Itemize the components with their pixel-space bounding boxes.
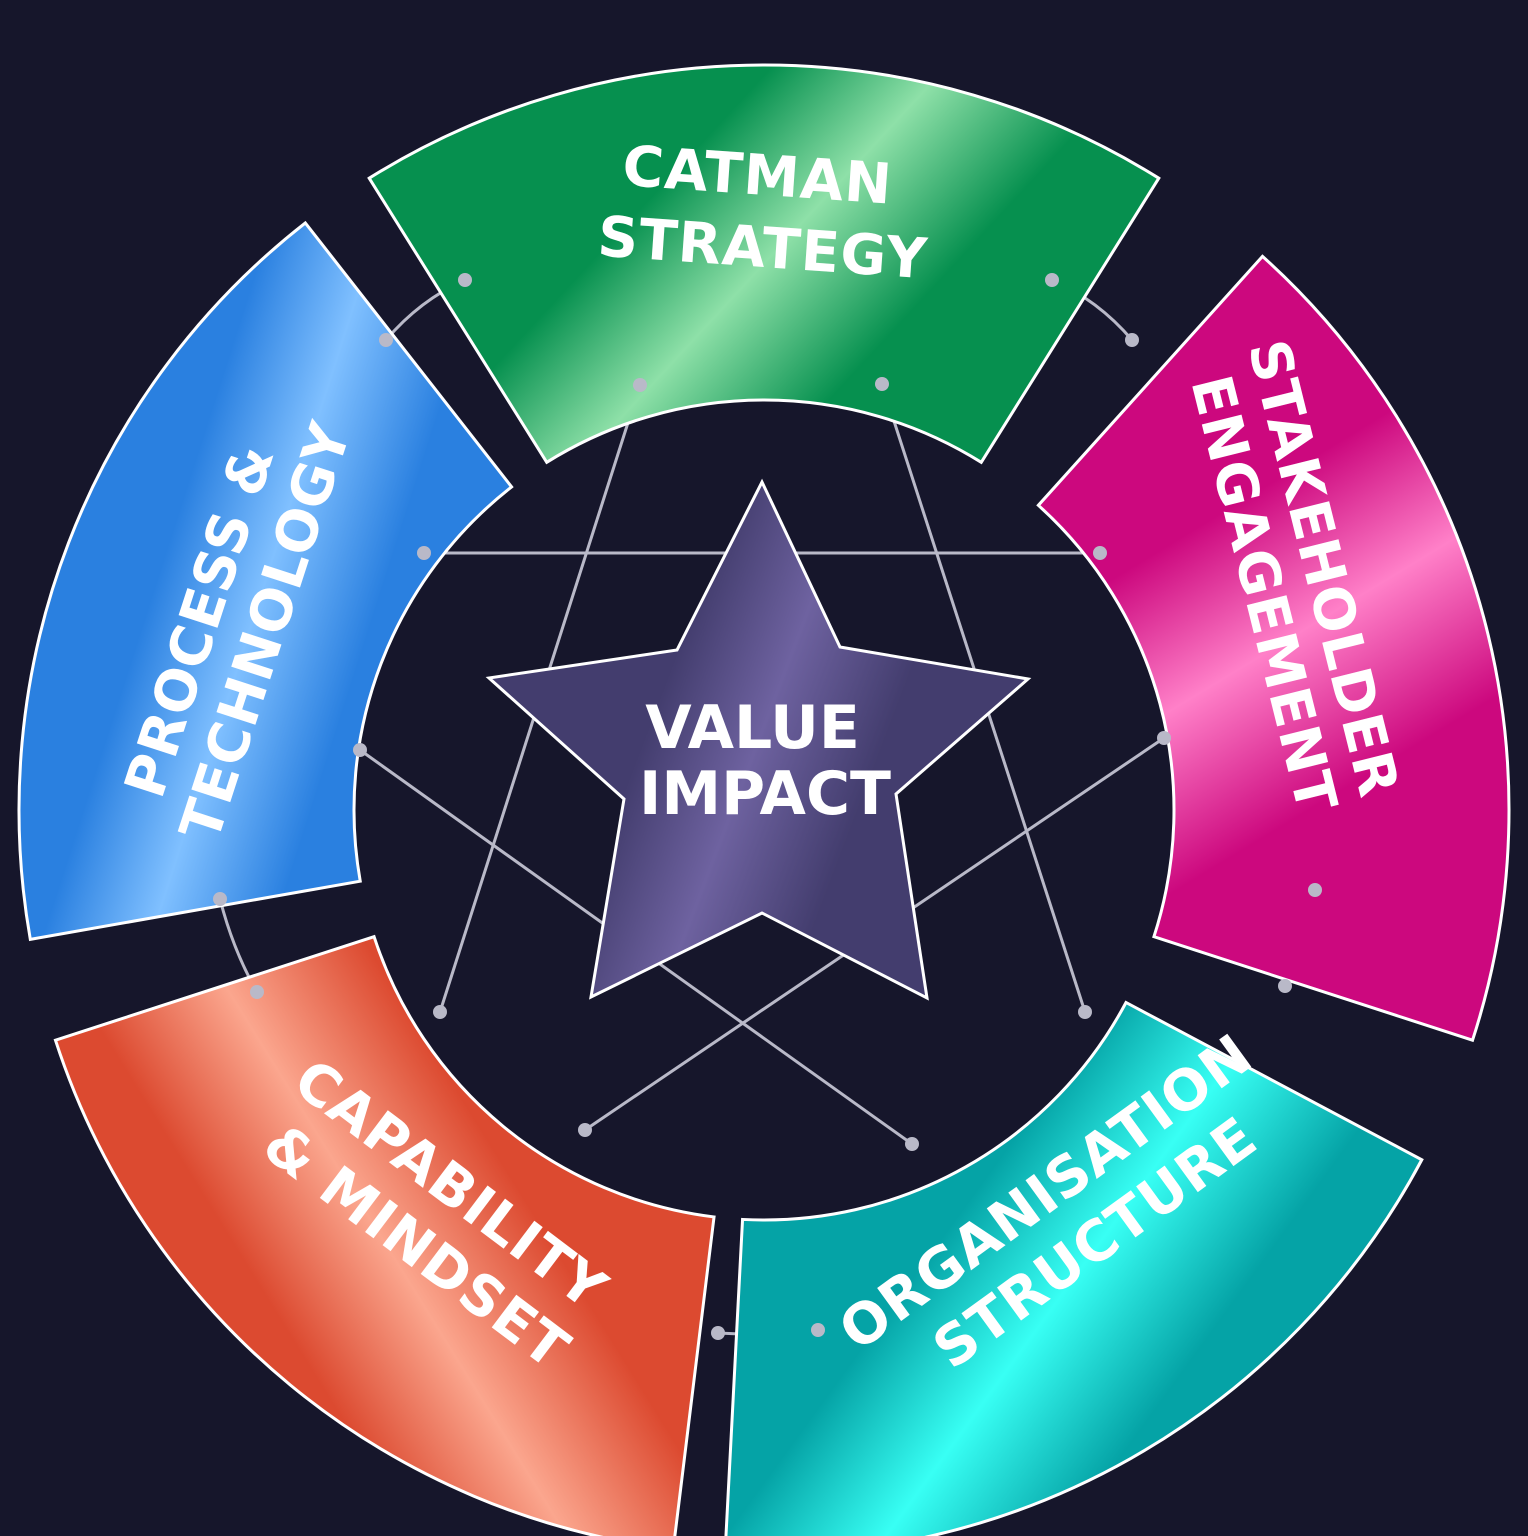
center-star[interactable]: VALUE IMPACT — [485, 478, 1032, 1001]
connector-dot — [379, 333, 393, 347]
connector-dot — [458, 273, 472, 287]
connector-dot — [633, 378, 647, 392]
segment-capability-mindset-shape — [53, 934, 716, 1536]
connector-dot — [1045, 273, 1059, 287]
connector-dot — [1278, 979, 1292, 993]
connector-dot — [875, 377, 889, 391]
segment-organisation-structure-shape — [724, 1000, 1424, 1536]
segment-stakeholder-engagement[interactable]: STAKEHOLDER ENGAGEMENT — [1036, 254, 1511, 1043]
center-star-shape — [485, 478, 1032, 1001]
connector-dot — [417, 546, 431, 560]
connector-dot — [353, 743, 367, 757]
connector-dot — [1093, 546, 1107, 560]
connector-dot — [811, 1323, 825, 1337]
segment-catman-strategy-shape — [367, 63, 1161, 465]
segment-stakeholder-engagement-shape — [1036, 254, 1511, 1043]
center-star-label: VALUE IMPACT — [639, 693, 891, 829]
segment-process-technology-shape — [17, 220, 514, 942]
connector-dot — [1078, 1005, 1092, 1019]
connector-dot — [578, 1123, 592, 1137]
connector-dot — [433, 1005, 447, 1019]
connector-dot — [213, 892, 227, 906]
segment-catman-strategy[interactable]: CATMAN STRATEGY — [367, 63, 1161, 465]
segment-capability-mindset[interactable]: CAPABILITY & MINDSET — [53, 934, 716, 1536]
connector-dot — [905, 1137, 919, 1151]
connector-dot — [1125, 333, 1139, 347]
segment-process-technology[interactable]: PROCESS & TECHNOLOGY — [17, 220, 514, 942]
connector-dot — [1157, 731, 1171, 745]
connector-dot — [250, 985, 264, 999]
connector-dot — [1308, 883, 1322, 897]
connector-dot — [711, 1326, 725, 1340]
